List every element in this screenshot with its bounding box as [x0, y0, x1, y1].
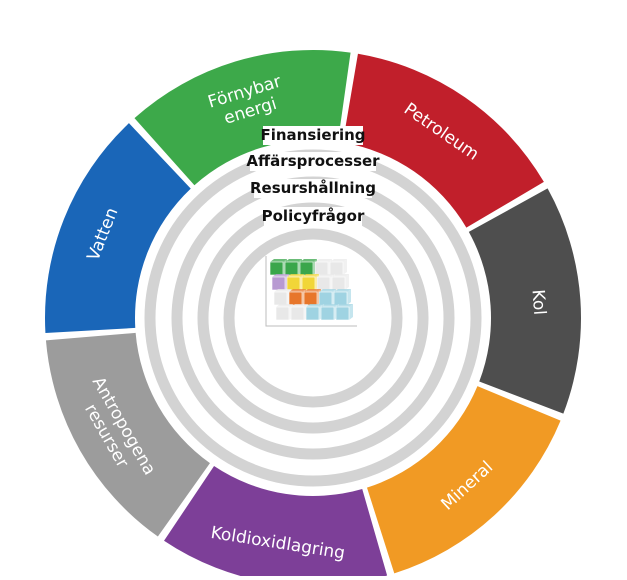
- cube-top: [274, 289, 291, 292]
- cube-lightblue: [318, 291, 333, 306]
- segment-mineral: [366, 386, 561, 574]
- cube-top: [330, 259, 347, 262]
- cube-top: [317, 274, 334, 277]
- cube-side: [347, 289, 351, 305]
- cube-top: [332, 274, 349, 277]
- cube-green: [269, 261, 284, 276]
- segment-vatten: [44, 123, 191, 333]
- ring-label-resurshallning: Resurshållning: [250, 179, 376, 197]
- cube-top: [321, 304, 338, 307]
- ring-label-affarsprocesser: Affärsprocesser: [246, 152, 380, 170]
- cube-ghost: [331, 276, 346, 291]
- cube-axis: [265, 256, 357, 327]
- segment-kol: [468, 188, 581, 414]
- cube-top: [334, 289, 351, 292]
- cube-lightblue: [335, 306, 350, 321]
- cube-ghost: [329, 261, 344, 276]
- cube-top: [287, 274, 304, 277]
- ring-label-bg: [264, 207, 362, 226]
- segment-petroleum: [342, 53, 544, 228]
- ring-label-policyfragor: Policyfrågor: [262, 207, 365, 225]
- cube-orange: [288, 291, 303, 306]
- cube-orange: [303, 291, 318, 306]
- cube-ghost: [314, 261, 329, 276]
- cube-top: [272, 274, 289, 277]
- cube-top: [289, 289, 306, 292]
- cube-ghost: [316, 276, 331, 291]
- cube-lightblue: [305, 306, 320, 321]
- cube-top: [306, 304, 323, 307]
- cube-top: [302, 274, 319, 277]
- cube-lightblue: [320, 306, 335, 321]
- cube-ghost: [275, 306, 290, 321]
- cube-ghost: [290, 306, 305, 321]
- cube-top: [291, 304, 308, 307]
- cube-top: [304, 289, 321, 292]
- cube-top: [276, 304, 293, 307]
- ring-labels: FinansieringAffärsprocesserResurshållnin…: [246, 126, 380, 226]
- ring-label-bg: [254, 179, 372, 198]
- segment-label-kol: Kol: [528, 289, 550, 316]
- cube-top: [270, 259, 287, 262]
- ring-label-finansiering: Finansiering: [260, 126, 365, 144]
- cube-side: [343, 259, 347, 275]
- segment-antropogena-resurser: [45, 332, 210, 537]
- ring-policyfragor: [223, 228, 403, 408]
- cube-yellow: [301, 276, 316, 291]
- cube-green: [284, 261, 299, 276]
- segment-koldioxidlagring: [164, 465, 388, 580]
- ring-label-bg: [263, 126, 363, 145]
- cube-top: [336, 304, 353, 307]
- cube-side: [345, 274, 349, 290]
- cube-top: [285, 259, 302, 262]
- ring-label-bg: [250, 152, 376, 171]
- cube-top: [319, 289, 336, 292]
- segment-fornybar-energi: [134, 50, 351, 186]
- cube-top: [300, 259, 317, 262]
- cube-purple: [271, 276, 286, 291]
- outer-ring: [44, 50, 581, 580]
- cube-ghost: [273, 291, 288, 306]
- cube-top: [315, 259, 332, 262]
- cube-lightblue: [333, 291, 348, 306]
- cube-matrix-icon: [265, 256, 357, 327]
- cube-yellow: [286, 276, 301, 291]
- cube-green: [299, 261, 314, 276]
- cube-side: [349, 304, 353, 320]
